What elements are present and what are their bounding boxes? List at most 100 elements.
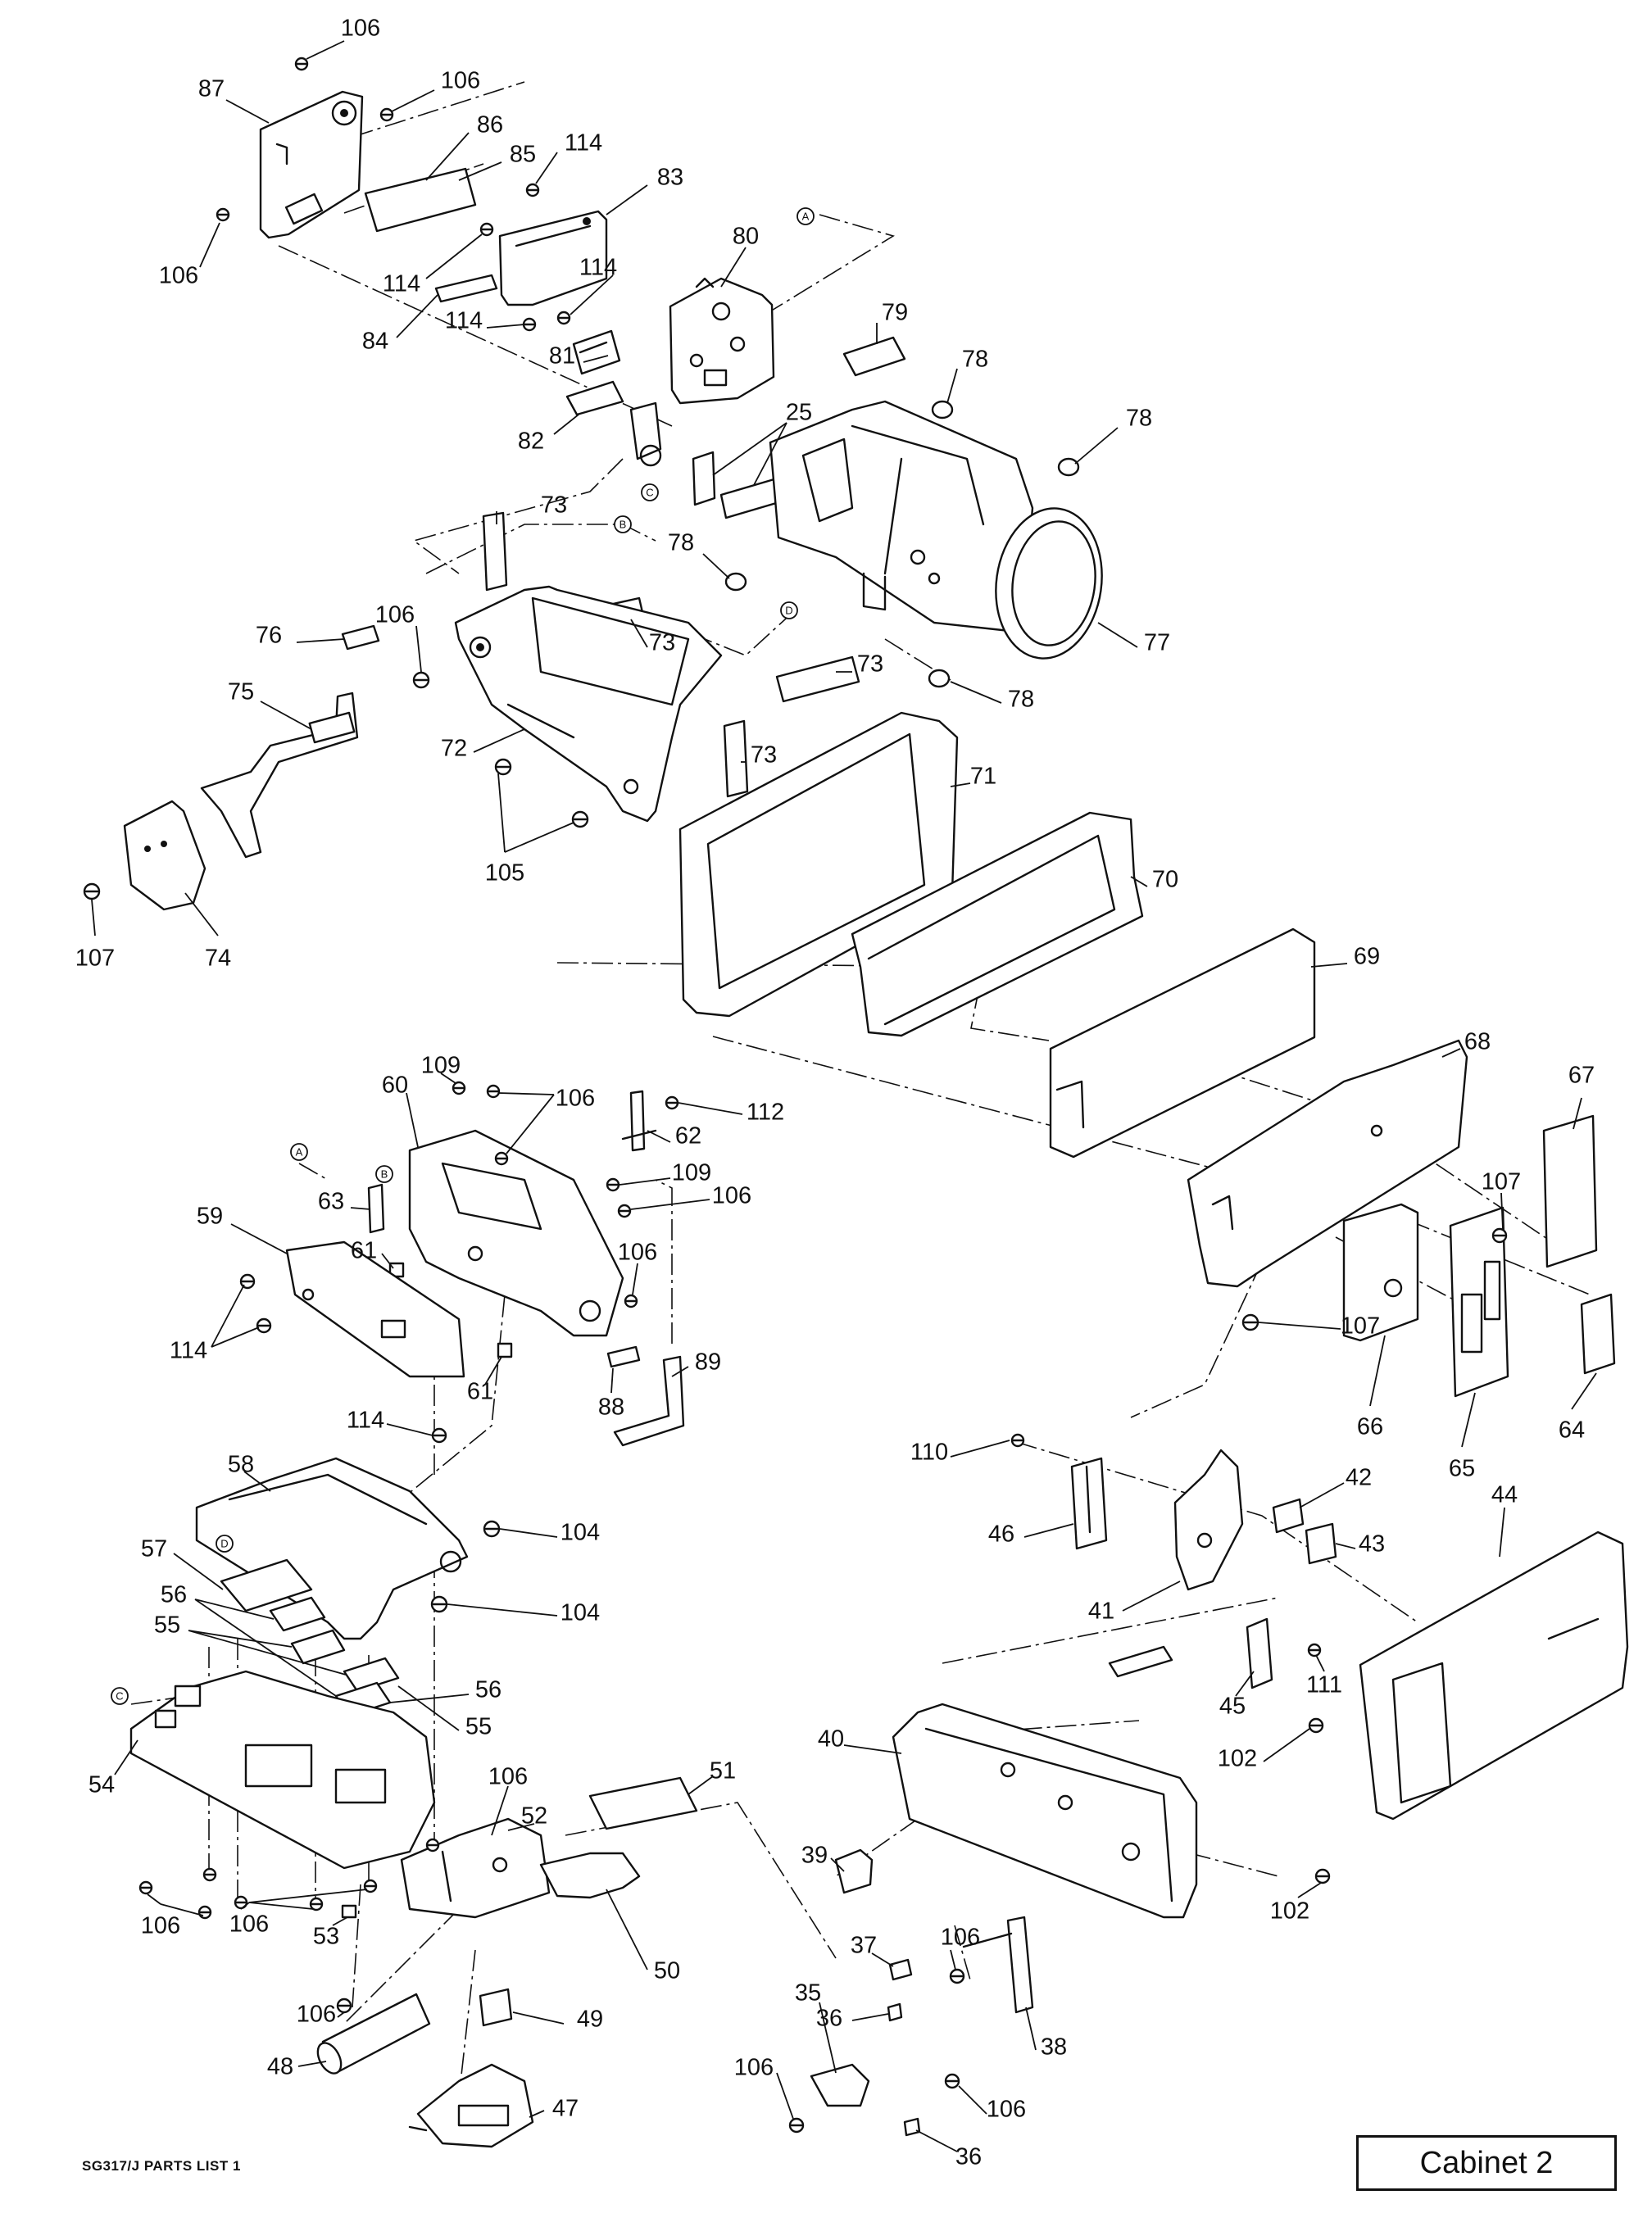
part-50-sheet [539,1852,641,1899]
screw-icon [83,882,101,900]
marker-circle [641,483,659,501]
marker-letter: A [296,1145,303,1158]
callout-label: 39 [801,1843,828,1869]
callout-label: 62 [675,1123,701,1150]
part-67-sheet [1542,1114,1598,1268]
part-65-cover [1449,1206,1509,1398]
part-70-gasket [851,811,1144,1037]
callout-label: 75 [228,679,254,705]
callout-label: 55 [465,1714,492,1740]
callout-label: 56 [161,1582,187,1608]
callout-label: 107 [75,946,115,972]
screw-icon [256,1317,272,1334]
part-41-bracket [1173,1449,1244,1591]
callout-label: 82 [518,429,544,455]
marker-letter: C [646,486,653,498]
callout-label: 25 [786,400,812,426]
callout-label: 107 [1341,1313,1380,1340]
callout-label: 65 [1449,1456,1475,1482]
callout-label: 106 [618,1240,657,1266]
screw-icon [309,1897,324,1911]
callout-label: 114 [383,271,420,297]
callout-label: 64 [1559,1417,1585,1444]
marker-circle [614,515,632,533]
screw-icon [216,207,230,222]
callout-label: 38 [1041,2034,1067,2061]
callout-label: 114 [445,308,483,334]
callout-label: 52 [521,1803,547,1830]
callout-label: 42 [1346,1465,1372,1491]
part-78-bushings [724,400,1080,688]
screw-icon [379,107,394,122]
part-75-flex-cable [200,692,359,859]
callout-label: 43 [1359,1531,1385,1558]
callout-label: 53 [313,1924,339,1950]
part-89-flex [613,1355,685,1447]
callout-label: 73 [857,651,883,678]
marker-letter: A [802,210,810,222]
screw-icon [665,1095,679,1110]
part-48-capacitor [316,1993,431,2075]
callout-label: 106 [229,1911,269,1938]
callout-label: 74 [205,946,231,972]
screw-icon [486,1084,501,1099]
callout-label: 70 [1152,867,1178,893]
screw-icons [83,57,1508,2134]
screw-icon [1010,1433,1025,1448]
part-83-bracket [498,210,608,306]
screw-icon [1491,1227,1508,1244]
part-74-plate [123,800,206,911]
callout-label: 73 [649,630,675,656]
callout-label: 68 [1464,1029,1491,1055]
part-39-bracket [834,1848,874,1894]
callout-label: 87 [198,76,225,102]
callout-label: 49 [577,2007,603,2033]
reference-marker: A [796,207,815,225]
part-43-sheet [1305,1522,1337,1565]
screw-icon [197,1905,212,1920]
leader-lines [91,40,1597,2152]
reference-marker: D [216,1535,234,1553]
part-87-ccd-plate [259,90,364,239]
callout-label: 63 [318,1189,344,1215]
part-66-plate [1342,1203,1419,1342]
screw-icon [1314,1868,1331,1884]
screw-icon [430,1595,448,1613]
screw-icon [556,311,571,325]
callout-label: 61 [351,1238,377,1264]
callout-label: 106 [941,1925,980,1951]
callout-label: 106 [712,1183,751,1209]
callout-label: 41 [1088,1599,1114,1625]
screw-icon [234,1895,248,1910]
screw-icon [624,1294,638,1308]
marker-circle [290,1143,308,1161]
part-46-cover [1070,1457,1108,1550]
part-68-metal-frame [1187,1039,1468,1288]
callout-label: 85 [510,142,536,168]
page-title-box: Cabinet 2 [1356,2135,1617,2191]
callout-label: 86 [477,112,503,138]
callout-label: 102 [1218,1746,1257,1772]
screw-icon [494,1151,509,1166]
callout-label: 69 [1354,944,1380,970]
callout-label: 36 [816,2006,842,2032]
part-81-bracket [572,329,621,375]
screw-icon [1307,1643,1322,1657]
part-69-panel [1049,927,1316,1159]
callout-label: 83 [657,165,683,191]
part-60-frame [408,1129,624,1337]
part-57-sheet [220,1558,313,1612]
marker-circle [796,207,815,225]
callout-label: 106 [556,1086,595,1112]
callout-label: 78 [962,347,988,373]
part-58-metal-plate [195,1457,469,1640]
callout-label: 106 [375,602,415,628]
reference-marker: A [290,1143,308,1161]
screw-icon [412,671,430,689]
part-42-bracket [1272,1498,1305,1534]
callout-label: 76 [256,623,282,649]
part-44-front-cover [1359,1531,1629,1821]
reference-marker: C [111,1687,129,1705]
screw-icon [1308,1717,1324,1734]
